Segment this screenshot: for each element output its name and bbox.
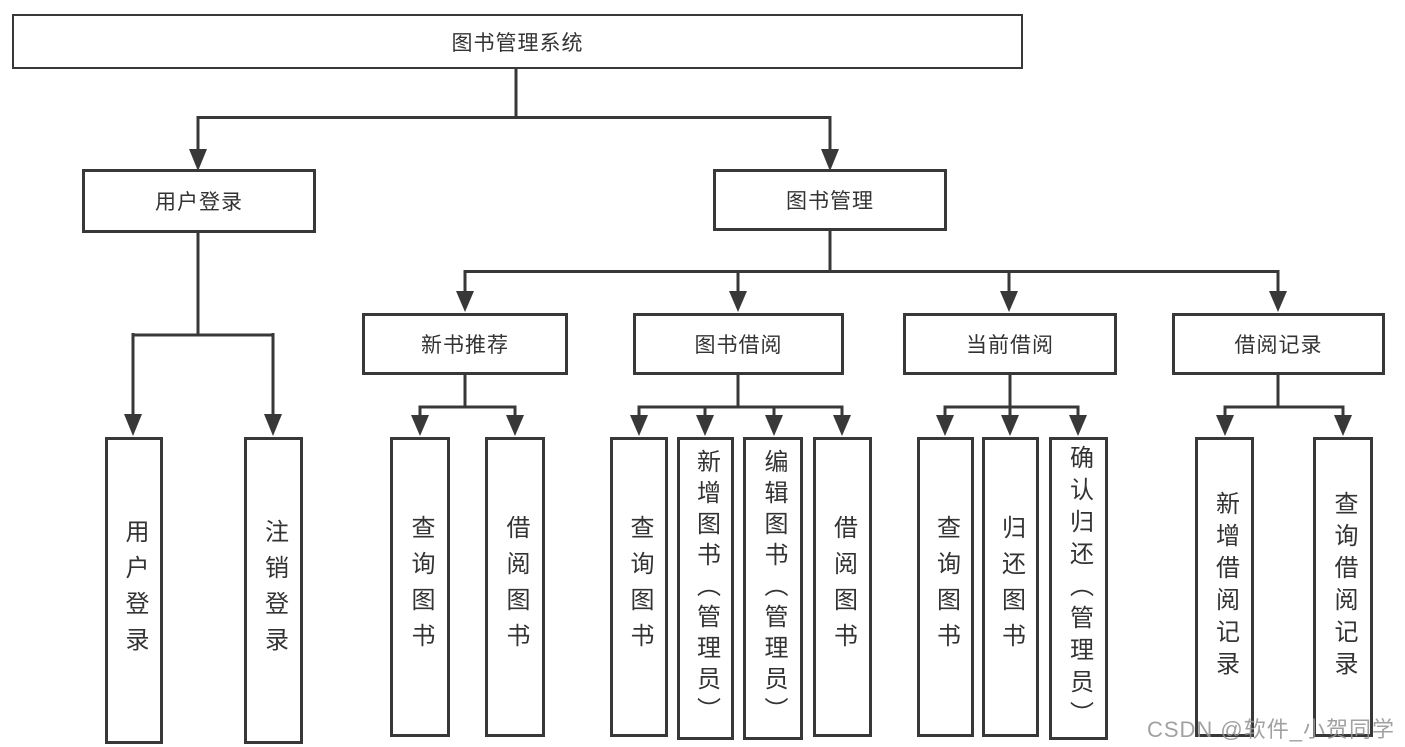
- leaf-current-return-books: 归还图书: [982, 437, 1039, 737]
- arrowheads: [124, 149, 1352, 436]
- csdn-watermark: CSDN @软件_小贺同学: [1146, 717, 1395, 742]
- node-label: 图书管理系统: [451, 31, 584, 55]
- node-new-book-recommend: 新书推荐: [362, 313, 568, 375]
- leaf-recommend-query-books: 查询图书: [390, 437, 450, 737]
- node-library-management-system: 图书管理系统: [12, 14, 1023, 69]
- node-label: 归还图书: [997, 515, 1025, 659]
- node-label: 图书管理: [786, 190, 874, 213]
- leaf-borrow-edit-books-admin: 编辑图书（管理员）: [743, 437, 803, 740]
- leaf-borrow-borrow-books: 借阅图书: [813, 437, 872, 737]
- node-label: 查询图书: [626, 515, 653, 659]
- node-current-borrow: 当前借阅: [903, 313, 1117, 375]
- leaf-current-confirm-return-admin: 确认归还（管理员）: [1049, 437, 1108, 740]
- leaf-borrow-add-books-admin: 新增图书（管理员）: [677, 437, 734, 740]
- leaf-user-login: 用户登录: [105, 437, 163, 744]
- node-label: 图书借阅: [694, 334, 783, 357]
- node-borrow-records: 借阅记录: [1172, 313, 1385, 375]
- node-label: 查询图书: [932, 515, 960, 659]
- node-label: 新增借阅记录: [1211, 491, 1239, 683]
- leaf-current-query-books: 查询图书: [917, 437, 974, 737]
- node-label: 查询图书: [407, 515, 434, 659]
- node-label: 用户登录: [121, 518, 148, 663]
- leaf-recommend-borrow-books: 借阅图书: [485, 437, 545, 737]
- node-label: 确认归还（管理员）: [1065, 444, 1093, 733]
- node-label: 借阅图书: [502, 515, 529, 659]
- node-book-borrow: 图书借阅: [633, 313, 844, 375]
- node-label: 当前借阅: [966, 334, 1054, 357]
- node-label: 借阅记录: [1234, 334, 1323, 357]
- leaf-logout: 注销登录: [244, 437, 303, 744]
- node-label: 用户登录: [155, 191, 243, 214]
- node-label: 借阅图书: [829, 515, 857, 659]
- leaf-records-add-borrow-record: 新增借阅记录: [1195, 437, 1254, 737]
- node-book-management: 图书管理: [713, 169, 947, 231]
- node-label: 注销登录: [260, 518, 288, 663]
- node-label: 新书推荐: [421, 334, 509, 357]
- leaf-borrow-query-books: 查询图书: [610, 437, 668, 737]
- node-label: 编辑图书（管理员）: [760, 449, 787, 728]
- leaf-records-query-borrow-record: 查询借阅记录: [1313, 437, 1373, 737]
- node-label: 新增图书（管理员）: [692, 449, 720, 728]
- node-user-login: 用户登录: [82, 169, 316, 233]
- node-label: 查询借阅记录: [1330, 491, 1357, 683]
